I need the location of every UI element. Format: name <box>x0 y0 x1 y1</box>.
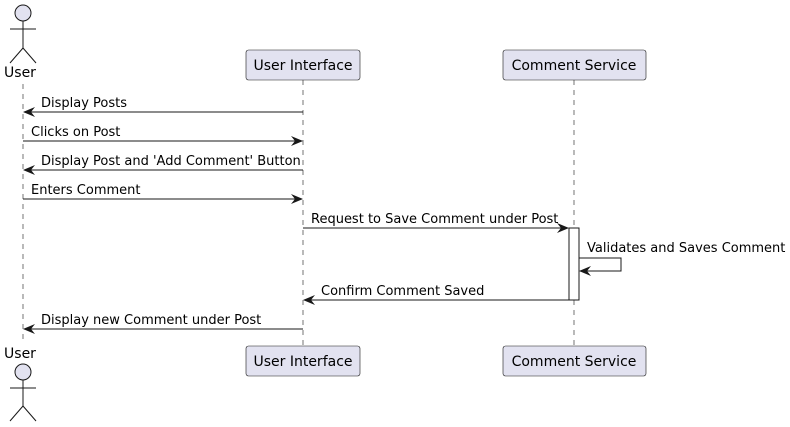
participant-label-comment-service-bottom: Comment Service <box>512 354 637 370</box>
participant-box <box>502 345 647 377</box>
message-enters-comment: Enters Comment <box>23 183 303 204</box>
message-validates-and-saves-comment: Validates and Saves Comment <box>579 241 785 276</box>
message-label: Enters Comment <box>31 183 141 198</box>
participant-box <box>502 49 647 81</box>
participant-label-user-interface-bottom: User Interface <box>253 354 352 370</box>
participant-box <box>245 49 361 81</box>
message-label: Clicks on Post <box>31 125 120 140</box>
participant-user-interface-bottom: User Interface <box>245 345 361 377</box>
message-label: Display Posts <box>41 96 127 111</box>
participant-label-user-interface-top: User Interface <box>253 58 352 74</box>
actor-stick-figure-icon <box>9 4 37 64</box>
message-label: Confirm Comment Saved <box>321 284 484 299</box>
actor-stick-figure-icon <box>9 363 37 422</box>
message-clicks-on-post: Clicks on Post <box>23 125 303 146</box>
message-label: Request to Save Comment under Post <box>311 212 558 227</box>
actor-user-top: User <box>4 4 37 81</box>
message-request-to-save-comment: Request to Save Comment under Post <box>303 212 569 233</box>
message-display-new-comment: Display new Comment under Post <box>23 313 303 334</box>
message-label: Display Post and 'Add Comment' Button <box>41 154 301 169</box>
actor-user-bottom: User <box>4 346 37 422</box>
participant-comment-service-bottom: Comment Service <box>502 345 647 377</box>
message-confirm-comment-saved: Confirm Comment Saved <box>303 284 569 305</box>
activation-bar-comment-service <box>568 227 580 301</box>
participant-label-comment-service-top: Comment Service <box>512 58 637 74</box>
participant-user-interface-top: User Interface <box>245 49 361 81</box>
participant-comment-service-top: Comment Service <box>502 49 647 81</box>
message-display-posts: Display Posts <box>23 96 303 117</box>
actor-label-user-bottom: User <box>4 346 36 362</box>
participant-box <box>245 345 361 377</box>
message-label: Display new Comment under Post <box>41 313 261 328</box>
actor-label-user-top: User <box>4 65 36 81</box>
self-message-arrow <box>579 257 622 276</box>
message-display-post-and-add-comment-button: Display Post and 'Add Comment' Button <box>23 154 303 175</box>
message-label: Validates and Saves Comment <box>587 241 785 256</box>
